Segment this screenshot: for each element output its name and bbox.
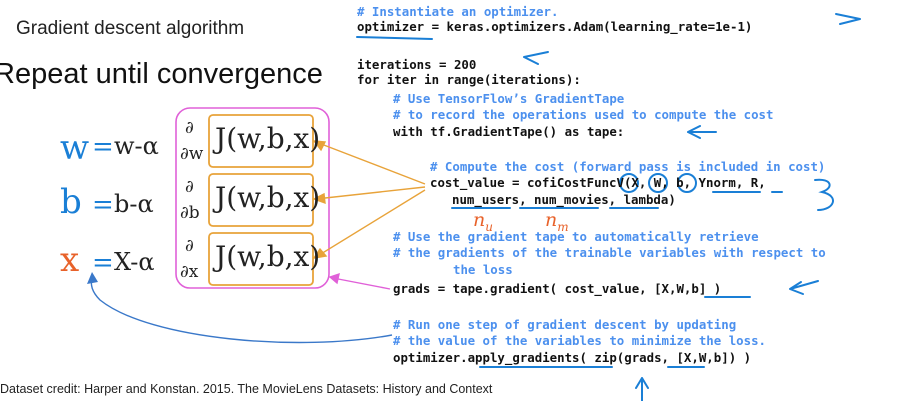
code-comment-compute: # Compute the cost (forward pass is incl…: [430, 159, 826, 174]
eq-w-deriv-den: ∂w: [180, 144, 204, 164]
eq-x-deriv-den: ∂x: [180, 262, 199, 282]
annotation-nu-sub: u: [485, 219, 493, 234]
code-cost-line: cost_value = cofiCostFuncV(X, W, b, Ynor…: [430, 175, 766, 190]
arrow-to-j-b: [315, 186, 426, 200]
cost-box-b: [208, 173, 314, 227]
slide-title: Gradient descent algorithm: [16, 18, 245, 39]
eq-w-var: w: [60, 128, 90, 168]
code-comment-run-step: # Run one step of gradient descent by up…: [393, 317, 737, 332]
eq-b-equals: =: [92, 190, 114, 220]
arrow-grads-to-box: [332, 277, 391, 290]
cost-box-w: [208, 114, 314, 168]
circle-b: [677, 173, 697, 193]
arrow-grads-line: [789, 280, 819, 295]
arrowhead-grads: [328, 272, 340, 285]
code-comment-record: # to record the operations used to compu…: [393, 107, 774, 122]
eq-w-rhs: w-α: [114, 132, 159, 160]
arrowhead-j-x: [312, 247, 328, 259]
underline-optimizer: [356, 36, 433, 40]
code-comment-minimize: # the value of the variables to minimize…: [393, 333, 766, 348]
code-cost-args-line: num_users, num_movies, lambda): [452, 192, 676, 207]
arrow-to-j-w: [315, 141, 426, 185]
annotation-nm-n: n: [545, 209, 558, 231]
code-grads-line: grads = tape.gradient( cost_value, [X,W,…: [393, 281, 722, 296]
code-apply-gradients-line: optimizer.apply_gradients( zip(grads, [X…: [393, 350, 752, 365]
cost-box-x: [208, 232, 314, 286]
eq-b-var: b: [60, 182, 82, 222]
annotation-nu-n: n: [473, 209, 486, 231]
eq-x-rhs: X-α: [114, 248, 155, 276]
update-curve: [90, 275, 393, 344]
code-comment-instantiate: # Instantiate an optimizer.: [357, 4, 559, 19]
update-curve-arrowhead: [87, 272, 98, 284]
code-comment-use-tape: # Use the gradient tape to automatically…: [393, 229, 759, 244]
arrow-to-j-x: [315, 189, 426, 258]
circle-w: [648, 173, 668, 193]
eq-b-deriv-num: ∂: [185, 177, 194, 197]
eq-w-deriv-num: ∂: [185, 118, 194, 138]
eq-b-deriv-den: ∂b: [180, 203, 200, 223]
code-with-line: with tf.GradientTape() as tape:: [393, 124, 625, 139]
eq-x-var: x: [60, 240, 80, 280]
eq-w-equals: =: [92, 132, 114, 162]
eq-b-cost: J(w,b,x): [215, 181, 321, 214]
eq-x-equals: =: [92, 248, 114, 278]
circle-x: [619, 173, 639, 193]
annotation-nu: nu: [473, 209, 493, 234]
eq-w-cost: J(w,b,x): [215, 122, 321, 155]
code-optimizer-line: optimizer = keras.optimizers.Adam(learni…: [357, 19, 753, 34]
code-for-line: for iter in range(iterations):: [357, 72, 581, 87]
arrow-up-bottom: [635, 377, 649, 401]
arrowhead-j-b: [312, 192, 326, 205]
brace-right: [814, 178, 834, 211]
eq-b-rhs: b-α: [114, 190, 154, 218]
arrow-iterations-line: [523, 51, 549, 65]
code-comment-gradienttape: # Use TensorFlow’s GradientTape: [393, 91, 625, 106]
slide-subtitle: Repeat until convergence: [0, 58, 323, 90]
arrow-optimizer-line: [835, 13, 861, 25]
eq-x-deriv-num: ∂: [185, 236, 194, 256]
arrow-tape-line: [687, 125, 717, 139]
annotation-nm-sub: m: [557, 219, 569, 234]
code-iterations-line: iterations = 200: [357, 57, 477, 72]
arrowhead-j-w: [312, 140, 327, 152]
code-comment-gradients: # the gradients of the trainable variabl…: [393, 245, 826, 260]
eq-x-cost: J(w,b,x): [215, 240, 321, 273]
code-comment-the-loss: the loss: [453, 262, 513, 277]
dataset-credit: Dataset credit: Harper and Konstan. 2015…: [0, 382, 493, 396]
annotation-nm: nm: [545, 209, 569, 234]
